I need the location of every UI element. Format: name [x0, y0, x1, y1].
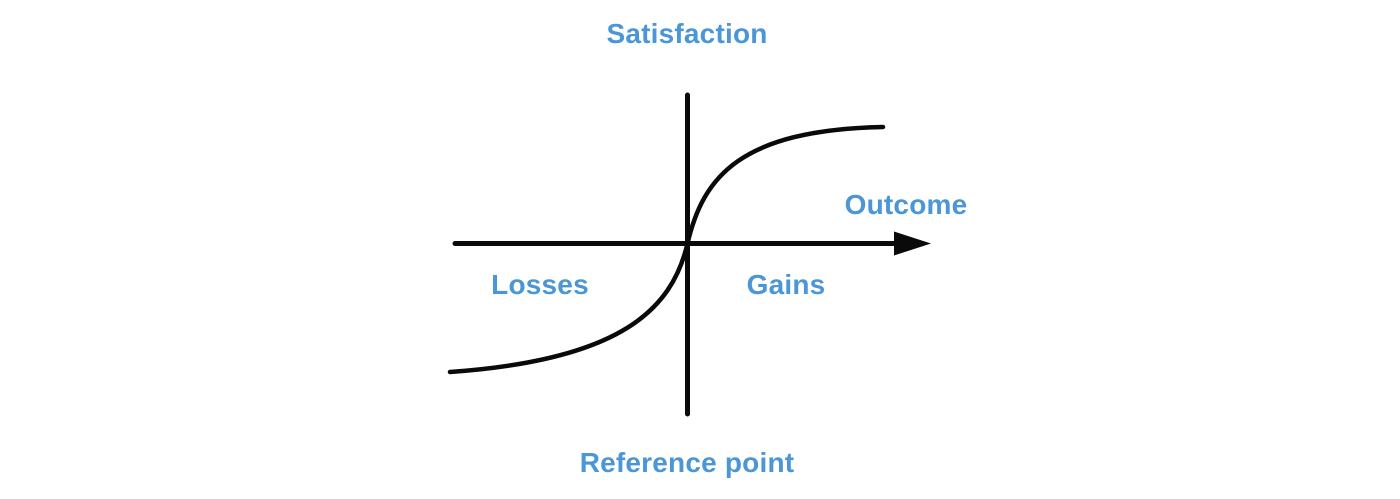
horizontal-axis-arrowhead-icon — [894, 231, 931, 256]
satisfaction-label: Satisfaction — [606, 18, 768, 49]
gains-label: Gains — [746, 269, 826, 300]
outcome-label: Outcome — [844, 189, 968, 220]
reference-point-label: Reference point — [579, 447, 795, 478]
losses-label: Losses — [491, 269, 589, 300]
value-function-curve — [447, 124, 886, 375]
